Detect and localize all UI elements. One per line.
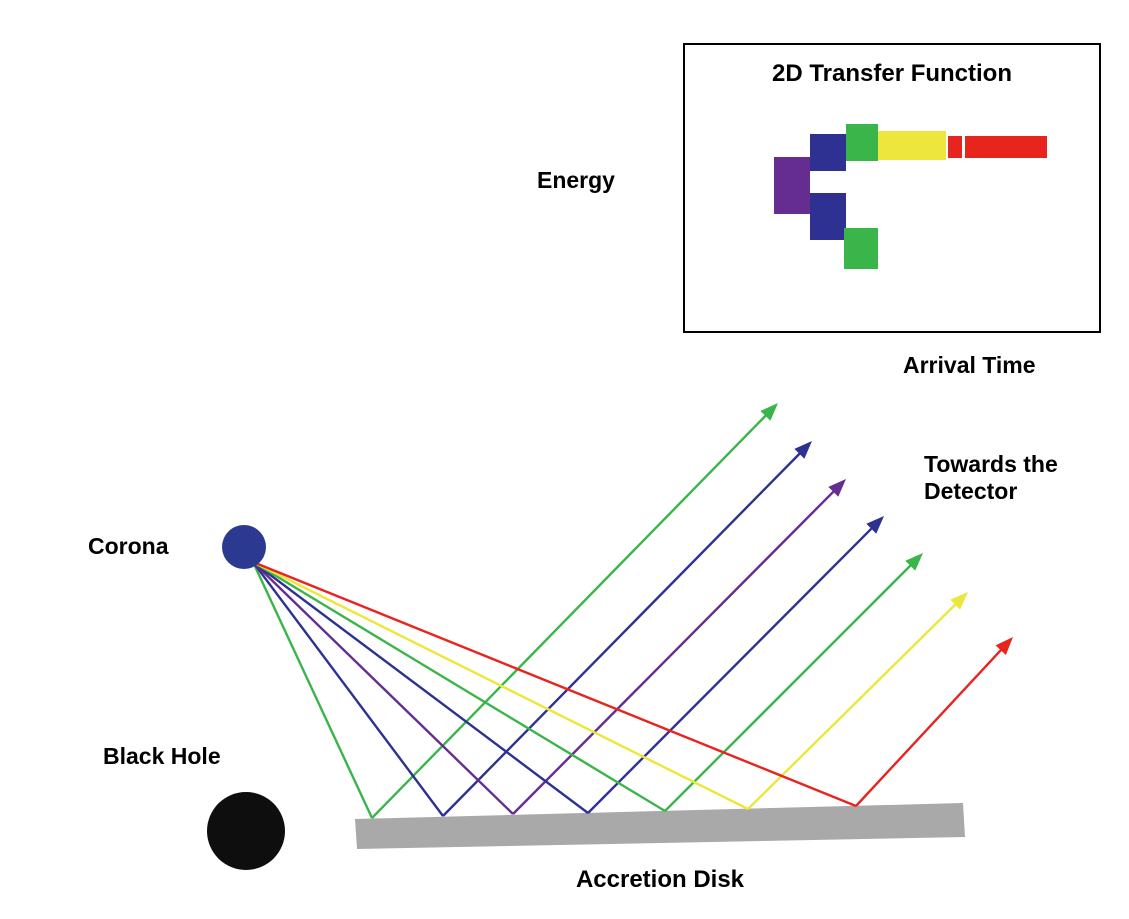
ray-yellow-arrowhead (950, 592, 968, 610)
ray-green-2-arrowhead (905, 553, 923, 571)
transfer-function-title: 2D Transfer Function (771, 60, 1013, 87)
green-block-bottom (844, 228, 878, 269)
accretion-disk-label: Accretion Disk (575, 866, 745, 893)
ray-yellow-incident (252, 560, 749, 811)
accretion-disk-shape (355, 803, 965, 849)
red-block-long (965, 136, 1047, 158)
purple-block (774, 157, 810, 214)
ray-red-arrowhead (995, 637, 1013, 655)
ray-red-reflected (855, 646, 1005, 807)
blue-block-top (810, 134, 846, 171)
ray-purple-incident (252, 561, 514, 815)
ray-green-1-incident (251, 561, 374, 819)
ray-green-1-arrowhead (760, 403, 778, 421)
ray-blue-1-reflected (442, 450, 804, 817)
yellow-block (878, 131, 946, 160)
corona-label: Corona (88, 533, 169, 559)
ray-green-2-incident (252, 560, 666, 813)
ray-green-2-reflected (664, 562, 914, 812)
corona-circle (222, 525, 266, 569)
arrival-time-axis-label: Arrival Time (903, 352, 1036, 378)
ray-green-1-reflected (371, 412, 770, 819)
towards-detector-line1: Towards the (924, 451, 1058, 477)
towards-detector-line2: Detector (924, 478, 1018, 504)
ray-yellow-reflected (747, 600, 959, 810)
red-block-small (948, 136, 962, 158)
ray-purple-reflected (512, 488, 837, 815)
ray-blue-1-incident (252, 561, 444, 817)
green-block-top (846, 124, 878, 161)
ray-blue-2-arrowhead (866, 516, 884, 534)
ray-blue-2-reflected (587, 525, 875, 814)
ray-red-incident (252, 560, 857, 808)
transfer-function-box (683, 43, 1101, 333)
blue-block-bottom (810, 193, 846, 240)
ray-blue-1-arrowhead (794, 441, 812, 459)
black-hole-circle (207, 792, 285, 870)
ray-blue-2-incident (252, 561, 589, 814)
energy-axis-label: Energy (537, 167, 615, 193)
towards-detector-label: Towards the Detector (924, 451, 1058, 505)
ray-purple-arrowhead (828, 479, 846, 497)
black-hole-label: Black Hole (103, 743, 221, 769)
